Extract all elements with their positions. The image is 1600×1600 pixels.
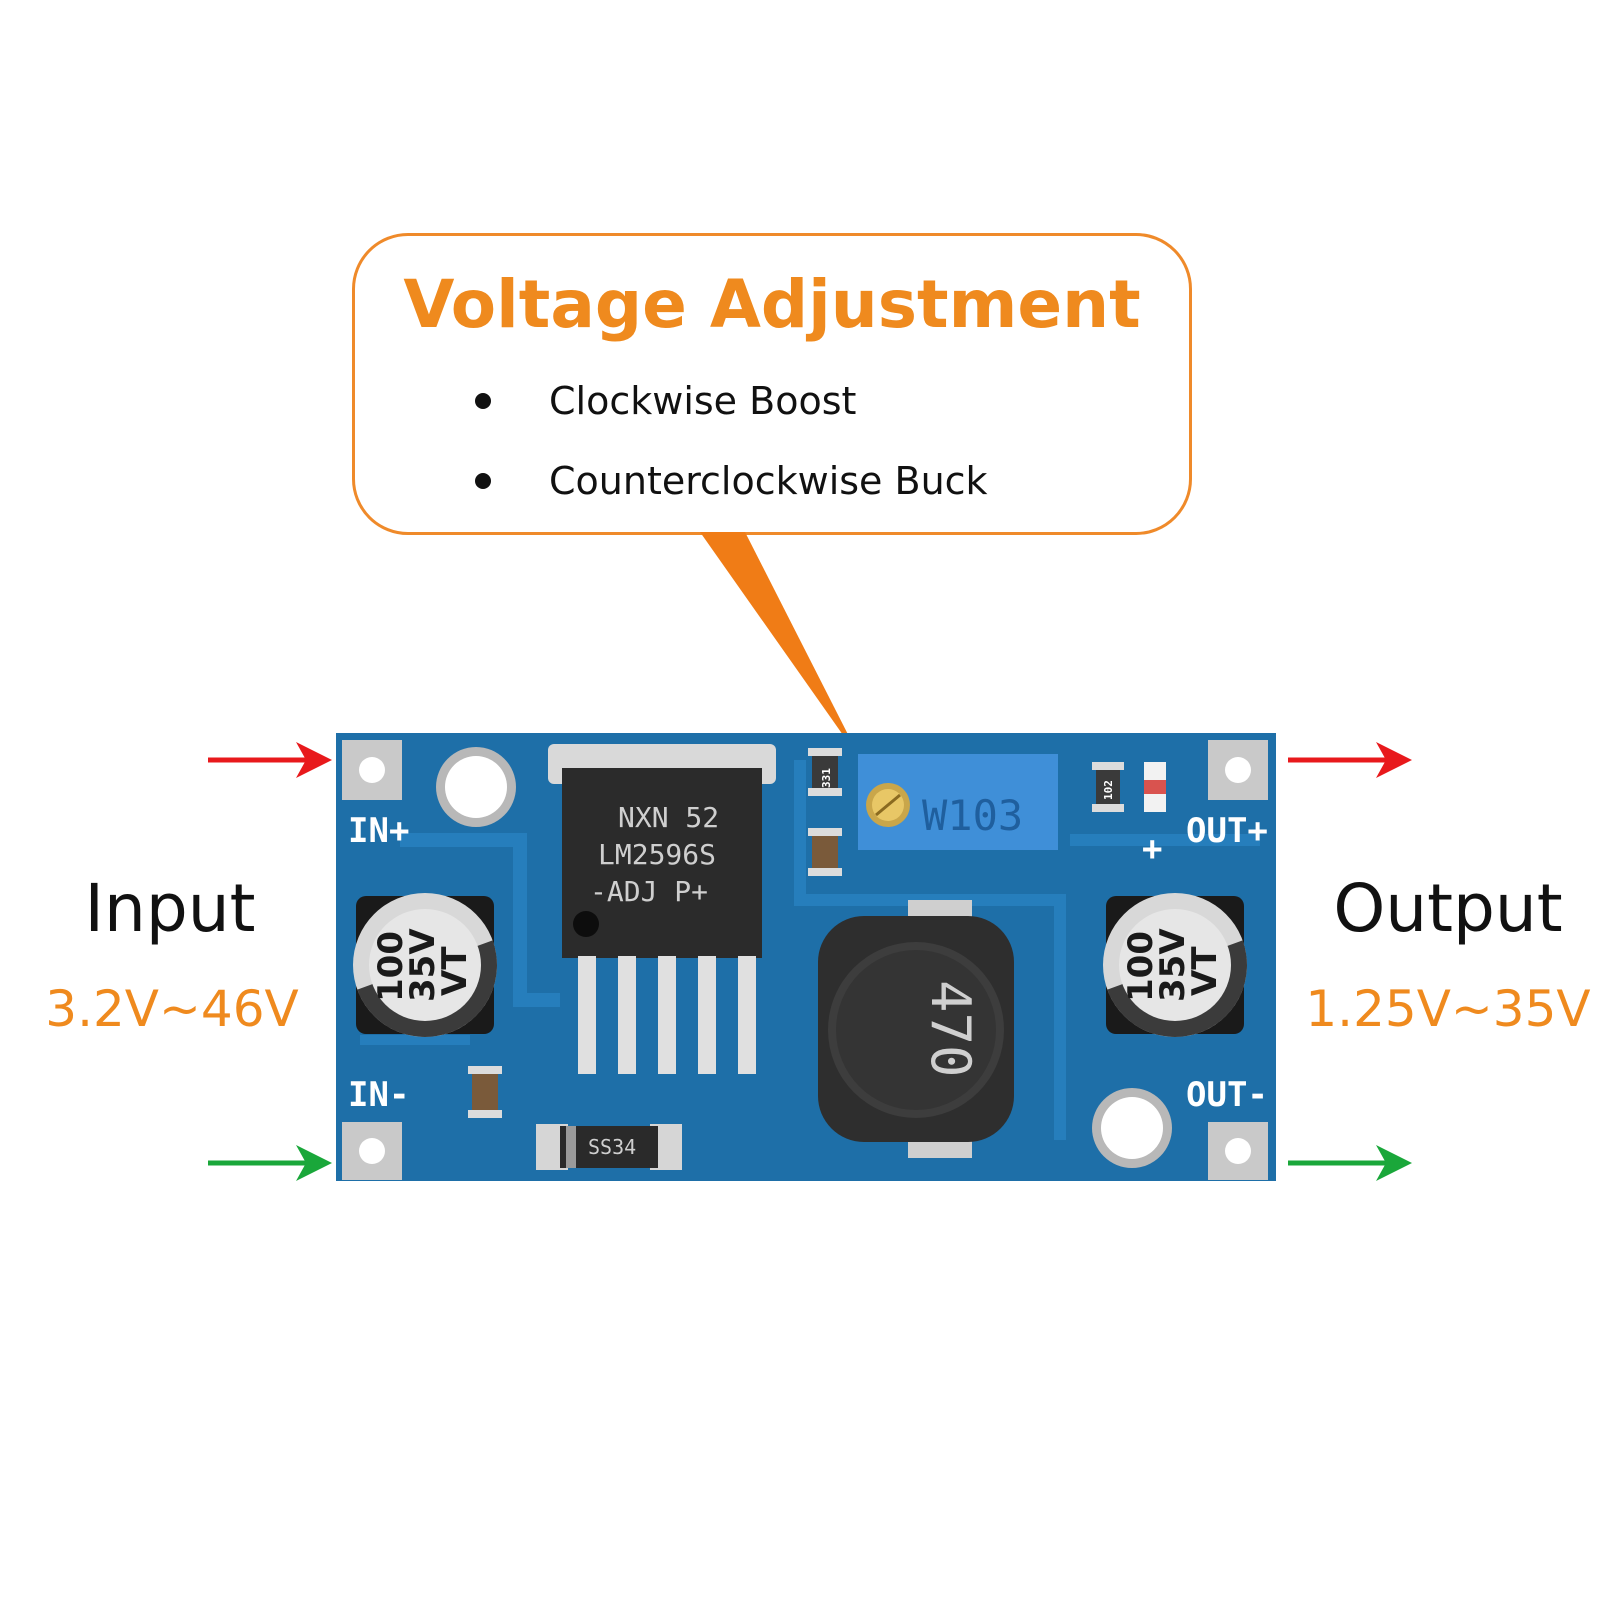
pad-out-minus — [1208, 1122, 1268, 1180]
output-label: Output — [1333, 870, 1563, 947]
callout-item-label: Clockwise Boost — [549, 379, 857, 423]
output-positive-arrow — [1288, 742, 1412, 778]
capacitor-output-marking-2: 35V — [1153, 928, 1193, 1002]
capacitor-input: 100 35V VT — [353, 893, 497, 1037]
regulator-marking-2: LM2596S — [598, 838, 716, 871]
regulator-marking-3: -ADJ P+ — [590, 875, 708, 908]
bullet-icon — [475, 393, 491, 409]
pin-label-out-plus: OUT+ — [1186, 811, 1268, 851]
capacitor-output: 100 35V VT — [1103, 893, 1247, 1037]
output-voltage-range: 1.25V~35V — [1305, 980, 1591, 1038]
capacitor-output-marking-3: VT — [1185, 946, 1225, 996]
pin-label-out-minus: OUT- — [1186, 1075, 1268, 1115]
voltage-adjustment-callout: Voltage Adjustment Clockwise Boost Count… — [352, 233, 1192, 535]
callout-item-counterclockwise: Counterclockwise Buck — [475, 456, 988, 506]
callout-item-clockwise: Clockwise Boost — [475, 376, 856, 426]
callout-pointer — [700, 532, 862, 762]
capacitor-input-marking-2: 35V — [403, 928, 443, 1002]
pin-label-in-minus: IN- — [348, 1075, 409, 1115]
pcb-board: IN+ IN- OUT+ OUT- + NXN 52 LM2596S -ADJ … — [336, 733, 1276, 1181]
capacitor-input-marking-3: VT — [435, 946, 475, 996]
potentiometer: W103 — [858, 754, 1058, 850]
inductor: 470 — [818, 900, 1014, 1158]
input-voltage-range: 3.2V~46V — [45, 980, 299, 1038]
pad-out-plus — [1208, 740, 1268, 800]
pin-label-plus-sign: + — [1142, 829, 1162, 869]
bullet-icon — [475, 473, 491, 489]
resistor-right — [1096, 762, 1120, 812]
lm2596-regulator: NXN 52 LM2596S -ADJ P+ — [548, 744, 776, 1074]
input-negative-arrow — [208, 1145, 332, 1181]
capacitor-small-in — [472, 1066, 498, 1118]
regulator-marking-1: NXN 52 — [618, 801, 719, 834]
pad-in-plus — [342, 740, 402, 800]
resistor-top-marking: 331 — [820, 768, 833, 788]
inductor-marking: 470 — [919, 980, 982, 1078]
callout-title: Voltage Adjustment — [403, 266, 1141, 343]
diode-marking: SS34 — [588, 1135, 636, 1159]
callout-item-label: Counterclockwise Buck — [549, 459, 988, 503]
input-label: Input — [84, 870, 256, 947]
capacitor-output-marking-1: 100 — [1121, 931, 1161, 1002]
potentiometer-marking: W103 — [922, 791, 1023, 840]
diode-ss34: SS34 — [536, 1124, 682, 1170]
resistor-right-marking: 102 — [1102, 780, 1115, 800]
capacitor-input-marking-1: 100 — [371, 931, 411, 1002]
input-positive-arrow — [208, 742, 332, 778]
output-negative-arrow — [1288, 1145, 1412, 1181]
pad-in-minus — [342, 1122, 402, 1180]
pin-label-in-plus: IN+ — [348, 811, 409, 851]
